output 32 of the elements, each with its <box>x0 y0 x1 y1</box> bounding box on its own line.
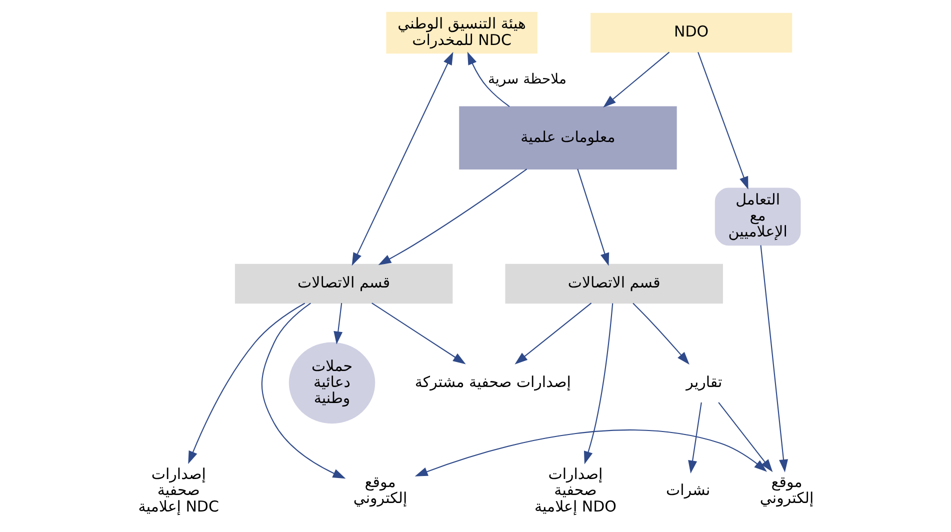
node-box: التعامل مع الإعلاميين <box>714 188 800 246</box>
arrow <box>371 302 466 364</box>
node-text: إصدارات صحفية إعلامية NDO <box>534 465 616 516</box>
arrow <box>351 52 453 266</box>
arrow <box>688 402 702 474</box>
arrow <box>378 168 527 266</box>
node-text: نشرات <box>666 481 710 500</box>
arrow <box>188 302 305 464</box>
arrow <box>514 302 592 364</box>
node-box: قسم الاتصالات <box>504 264 722 304</box>
arrow <box>583 303 613 464</box>
arrow <box>602 52 670 108</box>
node-text: إصدارات صحفية إعلامية NDC <box>138 465 218 516</box>
node-text: تقارير <box>686 372 722 391</box>
node-text: موقع إلكتروني <box>352 473 407 508</box>
node-box: NDO <box>590 12 792 53</box>
arrow <box>697 52 748 190</box>
node-circle: حملات دعائية وطنية <box>288 342 375 424</box>
node-box: معلومات علمية <box>458 106 676 170</box>
node-box: هيئة التنسيق الوطني للمخدرات NDC <box>386 12 537 54</box>
arrow <box>466 52 510 107</box>
arrow <box>718 402 772 472</box>
arrow <box>333 302 342 344</box>
node-text: إصدارات صحفية مشتركة <box>414 372 570 391</box>
node-text: موقع إلكتروني <box>759 473 814 508</box>
arrow <box>260 302 346 479</box>
arrow <box>632 302 689 365</box>
arrow <box>576 168 609 266</box>
node-box: قسم الاتصالات <box>234 264 452 304</box>
arrow <box>760 245 788 472</box>
edge-label: ملاحظة سرية <box>487 72 566 88</box>
arrow <box>414 430 767 476</box>
